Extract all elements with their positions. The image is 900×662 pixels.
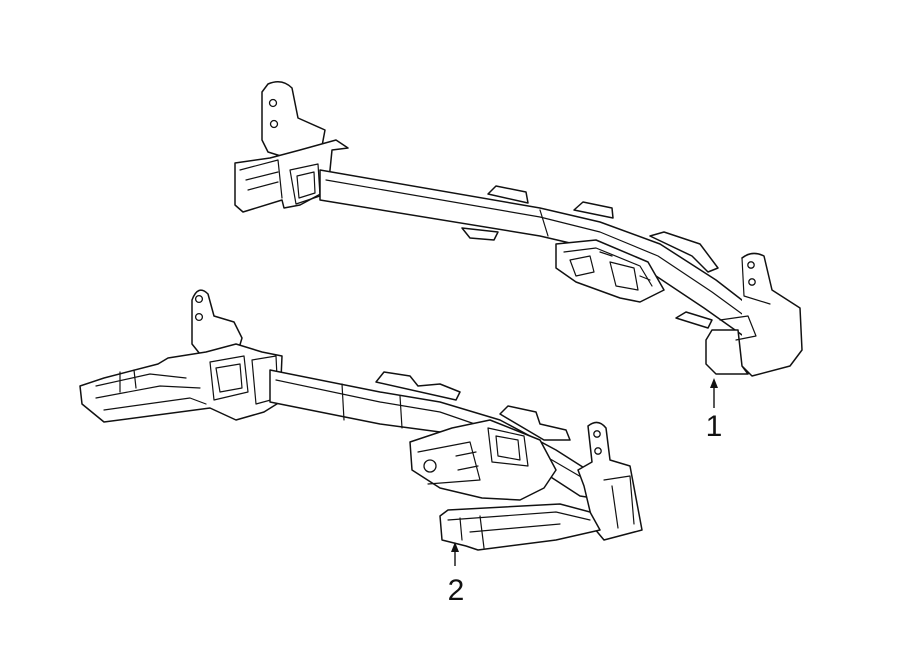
upper-top-tab-2: [573, 201, 614, 219]
upper-right-bracket-hole-bottom: [748, 278, 756, 286]
callout-2-label: 2: [448, 574, 465, 607]
lower-right-mount-bracket: [577, 421, 643, 541]
lower-top-tab-1: [375, 371, 461, 401]
lower-left-end-box: [79, 343, 283, 423]
callout-1-arrowhead: [710, 378, 718, 388]
lower-receiver-box: [409, 419, 557, 501]
callout-1: 1: [706, 378, 723, 443]
callout-1-label: 1: [706, 410, 723, 443]
upper-hitch-assembly[interactable]: [234, 81, 803, 377]
upper-left-bracket-hole-top: [268, 98, 278, 108]
lower-right-bracket-hole-top: [593, 430, 601, 438]
lower-hitch-assembly[interactable]: [79, 289, 643, 551]
lower-right-bracket-hole-bottom: [594, 447, 602, 455]
upper-bottom-tab: [461, 227, 499, 241]
upper-right-bracket-hole-top: [747, 261, 755, 269]
upper-lower-tab: [675, 311, 713, 329]
upper-left-bracket-hole-bottom: [269, 119, 279, 129]
callout-2: 2: [448, 542, 465, 607]
lower-left-bracket-hole-top: [194, 294, 204, 304]
upper-top-tab-3: [649, 231, 719, 273]
lower-receiver-pin-hole: [423, 459, 437, 473]
lower-top-tab-2: [499, 405, 571, 441]
callout-2-arrowhead: [451, 542, 459, 552]
upper-right-mount-bracket: [705, 252, 803, 377]
lower-left-bracket-hole-bottom: [194, 312, 204, 322]
upper-top-tab-1: [487, 185, 529, 204]
